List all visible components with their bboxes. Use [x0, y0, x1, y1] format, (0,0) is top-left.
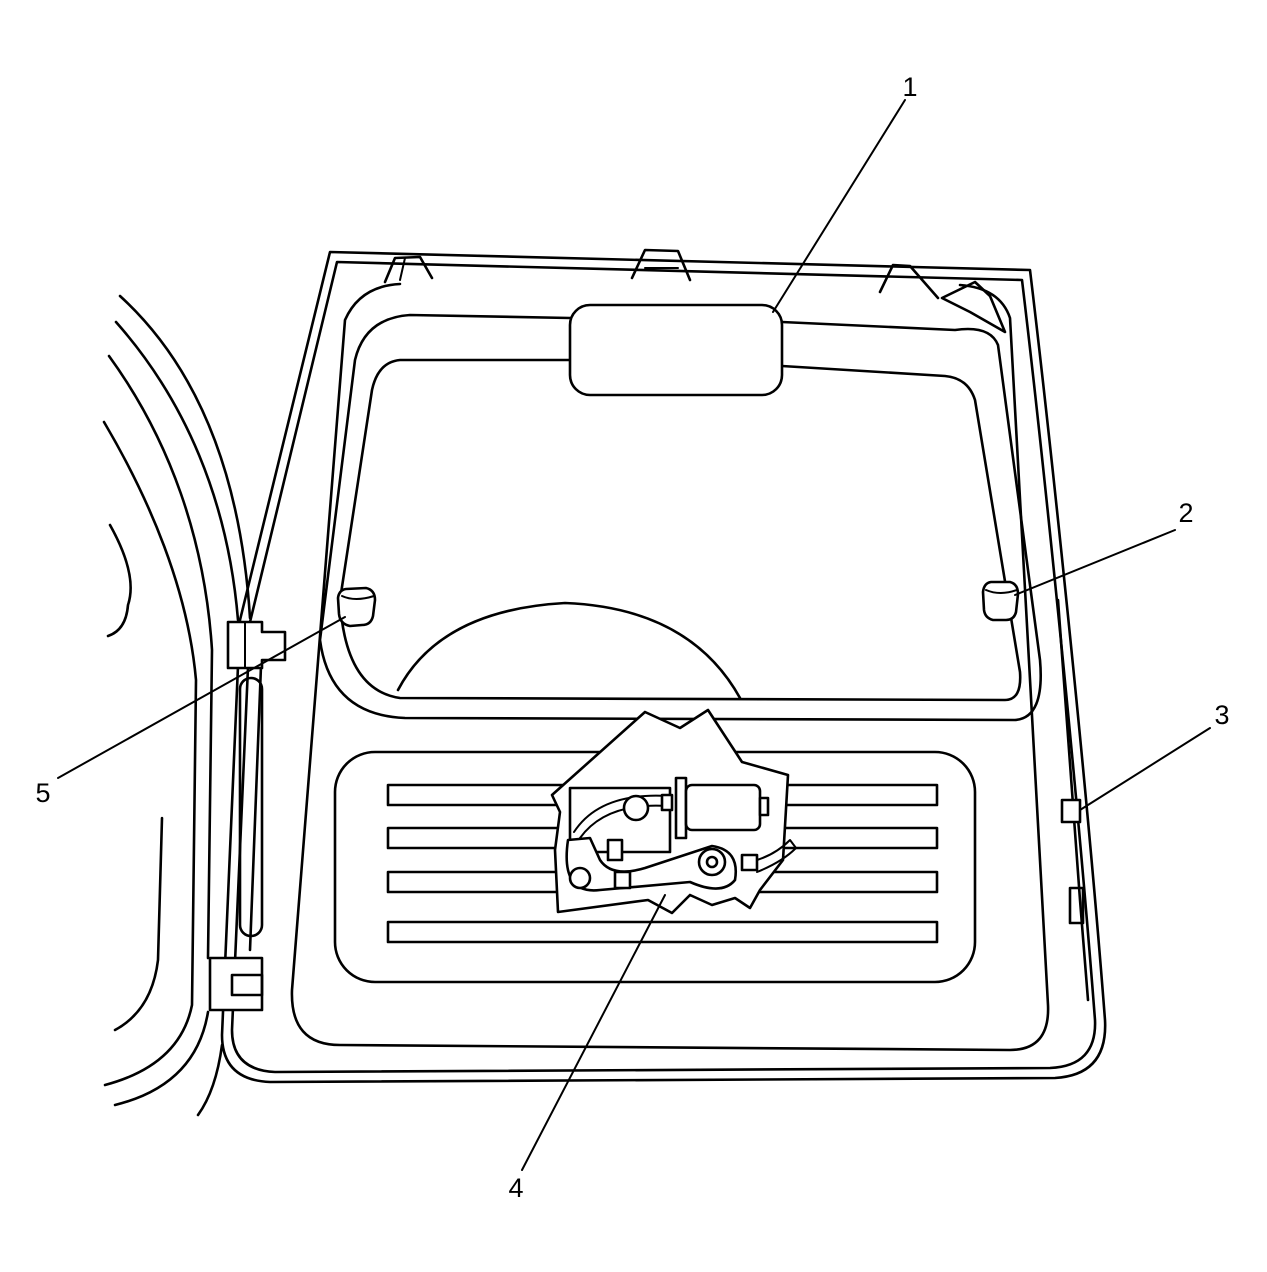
callout-labels: 1 2 3 4 5: [35, 72, 1229, 1203]
actuator-tab: [613, 870, 632, 890]
liftgate-left-slot: [238, 676, 264, 938]
wheel-arch-curve: [106, 523, 132, 638]
callout-2-leader-line: [1014, 529, 1176, 596]
liftgate-outline: [220, 250, 1107, 1084]
top-notch: [878, 263, 940, 300]
item-4-actuator: [550, 708, 797, 915]
lower-hinge-body: [208, 956, 264, 1012]
lower-hinge-pin: [230, 973, 264, 997]
body-side-curve: [107, 354, 214, 960]
callout-1-leader-line: [772, 99, 906, 313]
item-5-bumper: [336, 586, 377, 628]
item-2-bumper: [981, 580, 1020, 622]
actuator-tab: [740, 853, 759, 872]
top-corner-bracket: [940, 280, 1007, 334]
upper-hinge: [226, 620, 287, 670]
actuator-gear-track: [573, 794, 669, 833]
item-3-switch: [1060, 798, 1082, 824]
actuator-mount-hole: [568, 866, 592, 890]
callout-5-leader-line: [57, 616, 346, 779]
actuator-pivot: [622, 794, 650, 822]
callout-2-label: 2: [1178, 498, 1193, 528]
liftgate-flange-edge: [230, 260, 1097, 1074]
top-notch-detail: [399, 257, 406, 281]
window-glass: [338, 358, 1022, 702]
actuator-motor-flange: [674, 776, 688, 840]
window-frame: [318, 313, 1042, 722]
body-side-curve: [114, 320, 240, 622]
body-side-curve: [113, 1010, 210, 1107]
actuator-lever-pivot-center: [705, 855, 719, 869]
actuator-motor-shaft: [758, 796, 770, 817]
vehicle-body-side: [102, 294, 252, 1117]
item-2-bumper-detail: [985, 589, 1018, 594]
top-notch: [630, 248, 692, 282]
item-5-bumper-detail: [341, 595, 375, 600]
actuator-clip: [660, 793, 674, 812]
body-side-curve: [113, 816, 164, 1032]
top-notch: [383, 255, 434, 284]
liftgate-side-opening: [1068, 886, 1085, 925]
callout-3-label: 3: [1214, 700, 1229, 730]
item-1-lamp: [568, 303, 784, 397]
wiper-sweep-arc: [396, 601, 742, 700]
liftgate-inner-panel: [290, 282, 1050, 1052]
body-side-curve: [196, 1043, 224, 1117]
actuator-gear-track-inner: [579, 804, 669, 839]
lower-hinge: [208, 956, 264, 1012]
body-side-curve: [118, 294, 252, 620]
callout-leaders: [57, 99, 1211, 1171]
actuator-motor: [684, 783, 762, 832]
liftgate-right-inner-line: [1056, 598, 1090, 1002]
upper-hinge-body: [226, 620, 287, 670]
callout-4-label: 4: [508, 1173, 523, 1203]
trim-panel-slot: [386, 920, 939, 944]
actuator-tab: [606, 838, 624, 862]
callout-1-label: 1: [902, 72, 917, 102]
liftgate-outer-edge: [220, 250, 1107, 1084]
rear-window: [318, 313, 1042, 722]
actuator-cable: [756, 839, 797, 873]
callout-5-label: 5: [35, 778, 50, 808]
top-edge-notches: [383, 248, 1007, 334]
callout-4-leader-line: [521, 894, 666, 1171]
liftgate-side-line: [248, 638, 264, 952]
callout-3-leader-line: [1079, 727, 1211, 811]
actuator-lever-pivot: [697, 847, 727, 877]
body-side-curve: [102, 420, 198, 1087]
